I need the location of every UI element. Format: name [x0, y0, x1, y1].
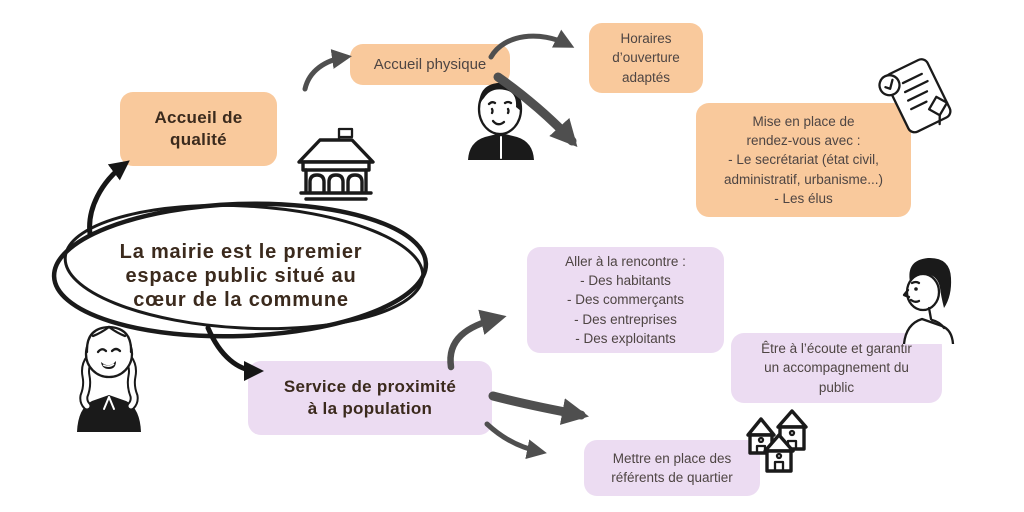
- node-accueil-physique: Accueil physique: [350, 44, 510, 85]
- arrow-service-to-referents: [484, 421, 547, 460]
- node-rendez-vous-label: Mise en place de rendez-vous avec : - Le…: [723, 114, 884, 206]
- node-referents-label: Mettre en place des référents de quartie…: [611, 450, 733, 485]
- woman-with-braids-icon: [77, 325, 141, 432]
- arrow-service-to-rencontre: [447, 309, 507, 371]
- node-service-proximite: Service de proximité à la population: [248, 361, 492, 435]
- arrow-service-to-ecoute: [488, 391, 589, 425]
- town-hall-building-icon: [297, 127, 375, 201]
- node-rencontre: Aller à la rencontre : - Des habitants -…: [527, 247, 724, 353]
- node-accueil-qualite-label: Accueil de qualité: [154, 107, 243, 149]
- node-ecoute: Être à l’écoute et garantir un accompagn…: [731, 333, 942, 403]
- node-horaires: Horaires d’ouverture adaptés: [589, 23, 703, 93]
- arrow-central-to-accueil-qualite: [87, 160, 130, 237]
- node-accueil-qualite: Accueil de qualité: [120, 92, 277, 166]
- man-profile-icon: [902, 257, 955, 344]
- stamped-document-icon: [878, 58, 952, 134]
- central-statement: La mairie est le premier espace public s…: [119, 241, 363, 311]
- node-service-proximite-label: Service de proximité à la population: [283, 376, 457, 418]
- arrow-accueil-to-physique: [302, 49, 352, 92]
- node-ecoute-label: Être à l’écoute et garantir un accompagn…: [761, 341, 912, 395]
- node-horaires-label: Horaires d’ouverture adaptés: [612, 31, 680, 85]
- receptionist-man-icon: [468, 82, 534, 160]
- node-referents: Mettre en place des référents de quartie…: [584, 440, 760, 496]
- node-rencontre-label: Aller à la rencontre : - Des habitants -…: [565, 254, 686, 346]
- node-rendez-vous: Mise en place de rendez-vous avec : - Le…: [696, 103, 911, 217]
- node-accueil-physique-label: Accueil physique: [373, 55, 487, 73]
- neighborhood-houses-icon: [746, 409, 808, 473]
